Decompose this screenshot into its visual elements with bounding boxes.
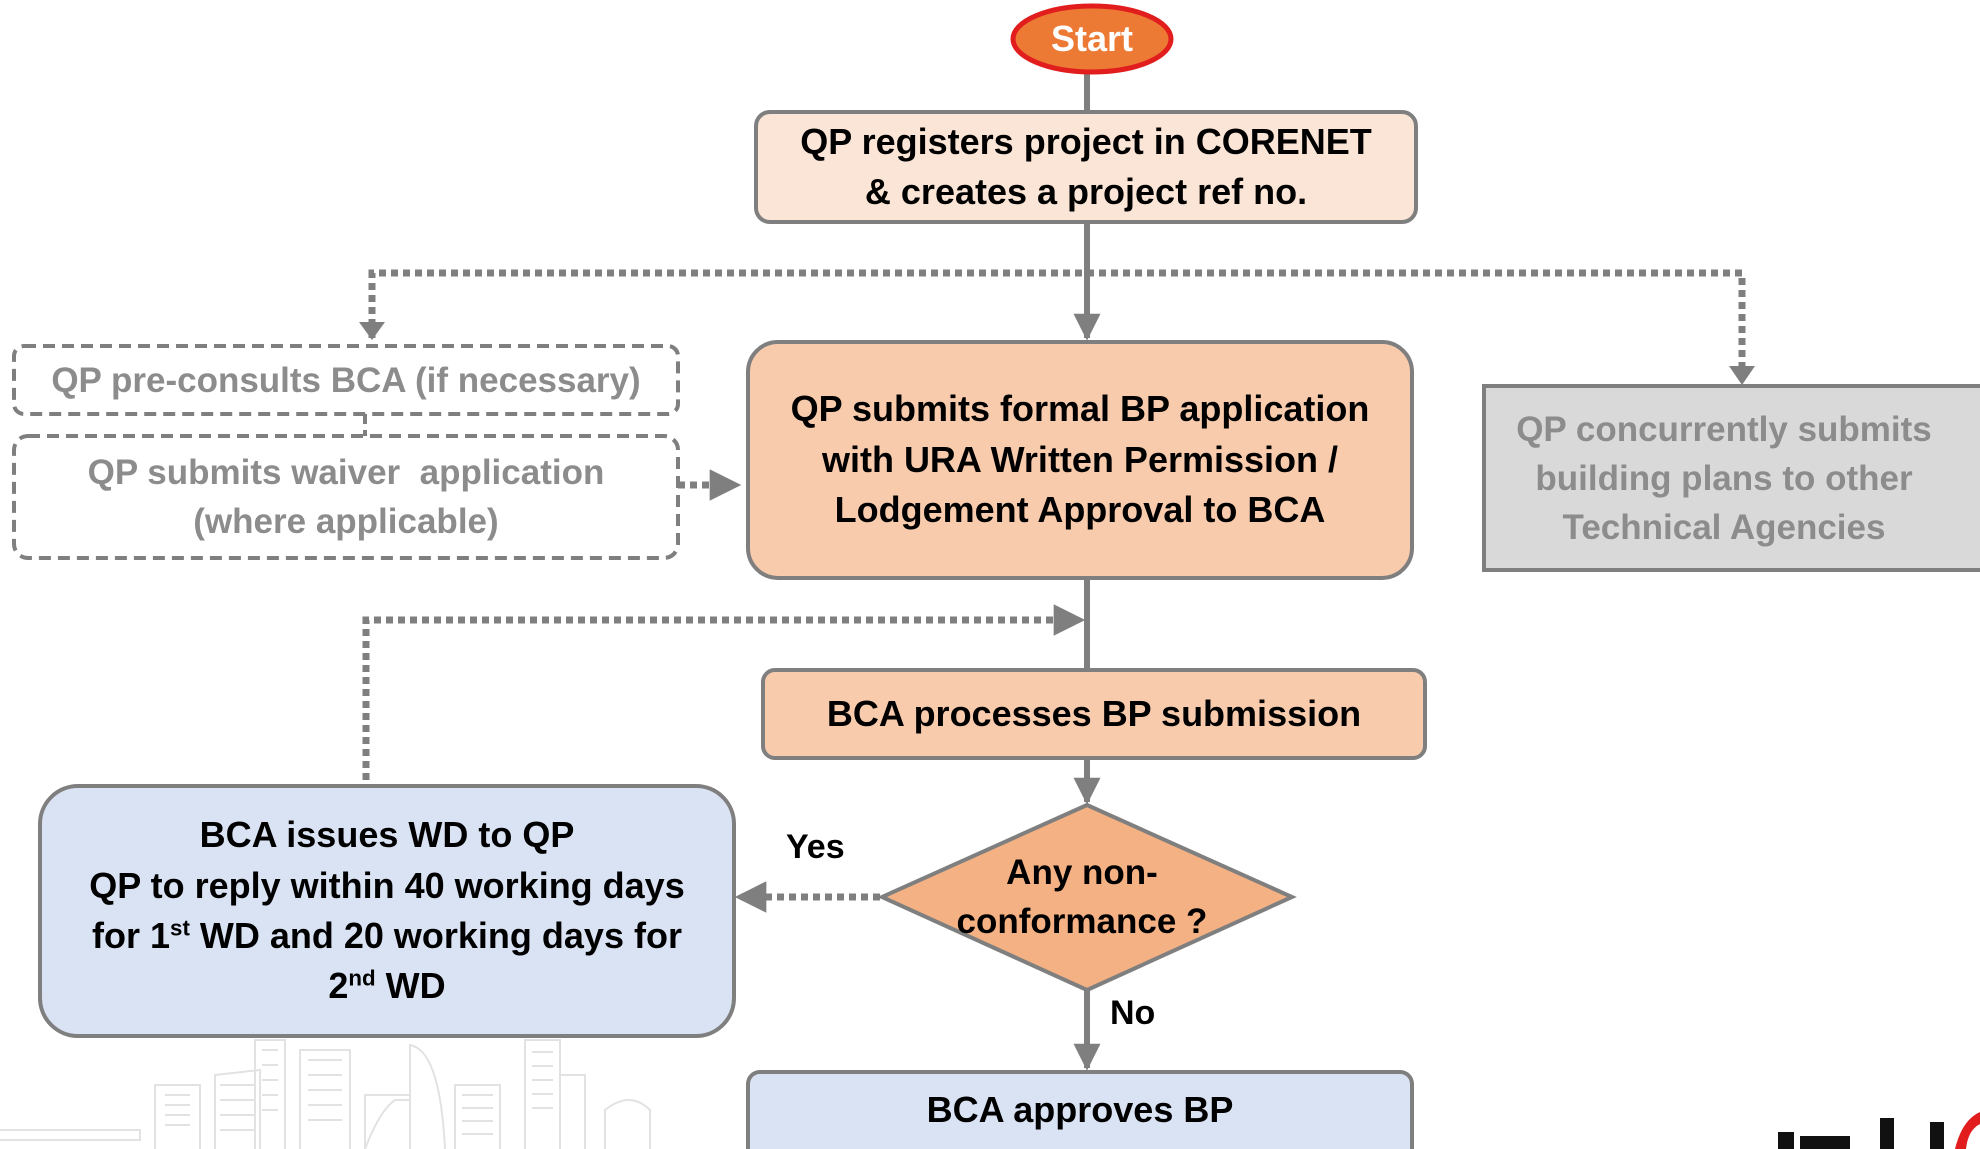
- register-text: QP registers project in CORENET & create…: [756, 112, 1416, 222]
- wd-line-3-sup: st: [170, 915, 190, 941]
- concurrent-line-1: QP concurrently submits: [1516, 409, 1932, 449]
- wd-line-1: BCA issues WD to QP: [199, 814, 575, 856]
- arrowhead-preconsult: [359, 322, 385, 340]
- approve-box: [746, 1070, 1414, 1149]
- preconsult-box: [12, 344, 680, 416]
- concurrent-text: QP concurrently submits building plans t…: [1484, 386, 1980, 570]
- submit-text: QP submits formal BP application with UR…: [748, 342, 1412, 578]
- wd-line-3-post: WD and 20 working days for: [189, 915, 682, 956]
- arrowhead-concurrent: [1729, 366, 1755, 385]
- concurrent-line-2: building plans to other: [1535, 458, 1913, 498]
- wd-line-3: for 1st WD and 20 working days for: [89, 911, 684, 961]
- concurrent-box: [1482, 384, 1980, 572]
- waiver-line-1: QP submits waiver application: [87, 453, 605, 492]
- wd-line-3-pre: for 1: [92, 915, 171, 956]
- wd-line-4-post: WD: [375, 965, 446, 1007]
- decision-line-1: Any non-: [1006, 853, 1158, 892]
- decision-text: Any non- conformance ?: [932, 830, 1232, 964]
- connector-wd-resubmit: [362, 604, 1086, 780]
- register-line-1: QP registers project in CORENET: [800, 120, 1372, 162]
- decision-line-2: conformance ?: [956, 902, 1208, 941]
- register-line-2: & creates a project ref no.: [864, 171, 1308, 212]
- approve-text: BCA approves BP: [926, 1089, 1234, 1131]
- no-label: No: [1110, 994, 1156, 1032]
- start-node: [1010, 3, 1174, 75]
- process-box: [761, 668, 1427, 760]
- wd-text: BCA issues WD to QP QP to reply within 4…: [40, 786, 734, 1036]
- brand-logo-partial: [1778, 1112, 1980, 1149]
- preconsult-text: QP pre-consults BCA (if necessary): [51, 360, 641, 400]
- waiver-line-2: (where applicable): [193, 502, 499, 541]
- wd-line-4-sup: nd: [348, 966, 376, 992]
- start-label: Start: [1050, 17, 1134, 59]
- wd-box: [38, 784, 736, 1038]
- register-box: [754, 110, 1418, 224]
- submit-line-2: with URA Written Permission /: [821, 438, 1339, 480]
- process-text: BCA processes BP submission: [826, 692, 1362, 734]
- connector-dotted-branch: [368, 269, 1746, 380]
- wd-line-4-pre: 2: [328, 965, 349, 1007]
- submit-box: [746, 340, 1414, 580]
- submit-line-3: Lodgement Approval to BCA: [834, 489, 1326, 531]
- wd-line-4: 2nd WD: [89, 961, 684, 1011]
- decision-diamond: [877, 802, 1297, 993]
- submit-line-1: QP submits formal BP application: [790, 388, 1370, 430]
- wd-line-2: QP to reply within 40 working days: [89, 864, 685, 906]
- yes-label: Yes: [786, 828, 845, 866]
- waiver-text: QP submits waiver application (where app…: [14, 436, 678, 558]
- waiver-box: [12, 434, 680, 560]
- concurrent-line-3: Technical Agencies: [1562, 507, 1886, 547]
